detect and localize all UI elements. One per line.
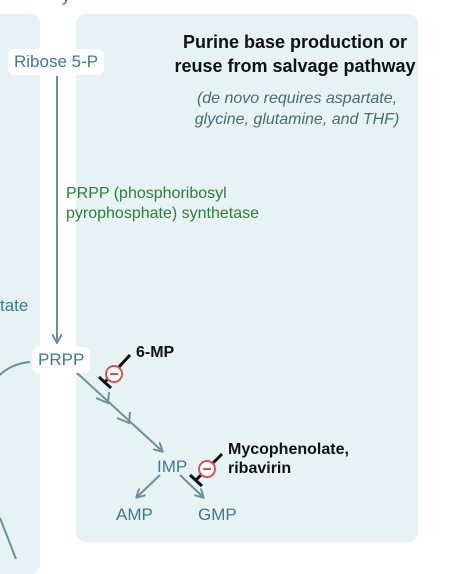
arrow-imp-to-gmp [179, 474, 203, 497]
chevron-2 [116, 411, 131, 425]
node-gmp: GMP [198, 505, 237, 524]
left-panel [0, 14, 40, 574]
node-amp: AMP [116, 505, 153, 524]
panel-subtitle-line-2: glycine, glutamine, and THF) [194, 111, 400, 128]
inhibition-minus-icon [198, 460, 216, 478]
node-imp: IMP [157, 457, 188, 476]
arrow-imp-to-amp [137, 474, 161, 497]
panel-title: Purine base production or reuse from sal… [170, 30, 420, 78]
inhibit-6mp-bar [97, 375, 113, 390]
panel-subtitle: (de novo requires aspartate, glycine, gl… [172, 88, 422, 130]
panel-title-line-1: Purine base production or [182, 32, 408, 52]
inhibitor-mycophenolate-label: Mycophenolate, ribavirin [228, 440, 349, 478]
panel-subtitle-line-1: (de novo requires aspartate, [196, 90, 398, 107]
myco-line-2: ribavirin [228, 460, 292, 477]
inhibitor-6mp-label: 6-MP [136, 344, 175, 361]
purine-panel [76, 14, 418, 542]
panel-title-line-2: reuse from salvage pathway [174, 56, 416, 76]
curve-prpp-left [0, 361, 31, 377]
arrow-prpp-to-imp [75, 371, 162, 451]
inhibition-minus-icon [105, 365, 123, 383]
enzyme-line-1: PRPP (phosphoribosyl [66, 185, 227, 202]
line-lower-left [0, 517, 17, 559]
chevron-1 [95, 391, 110, 405]
enzyme-label: PRPP (phosphoribosyl pyrophosphate) synt… [66, 184, 259, 224]
node-ribose-5p: Ribose 5-P [8, 49, 105, 75]
myco-line-1: Mycophenolate, [228, 441, 349, 458]
inhibit-myco-bar [188, 473, 204, 488]
top-text-fragment: y [62, 0, 70, 6]
enzyme-line-2: pyrophosphate) synthetase [66, 205, 260, 222]
left-label-fragment: tate [0, 296, 29, 315]
pathway-arrows [0, 76, 224, 559]
node-prpp: PRPP [32, 347, 91, 373]
